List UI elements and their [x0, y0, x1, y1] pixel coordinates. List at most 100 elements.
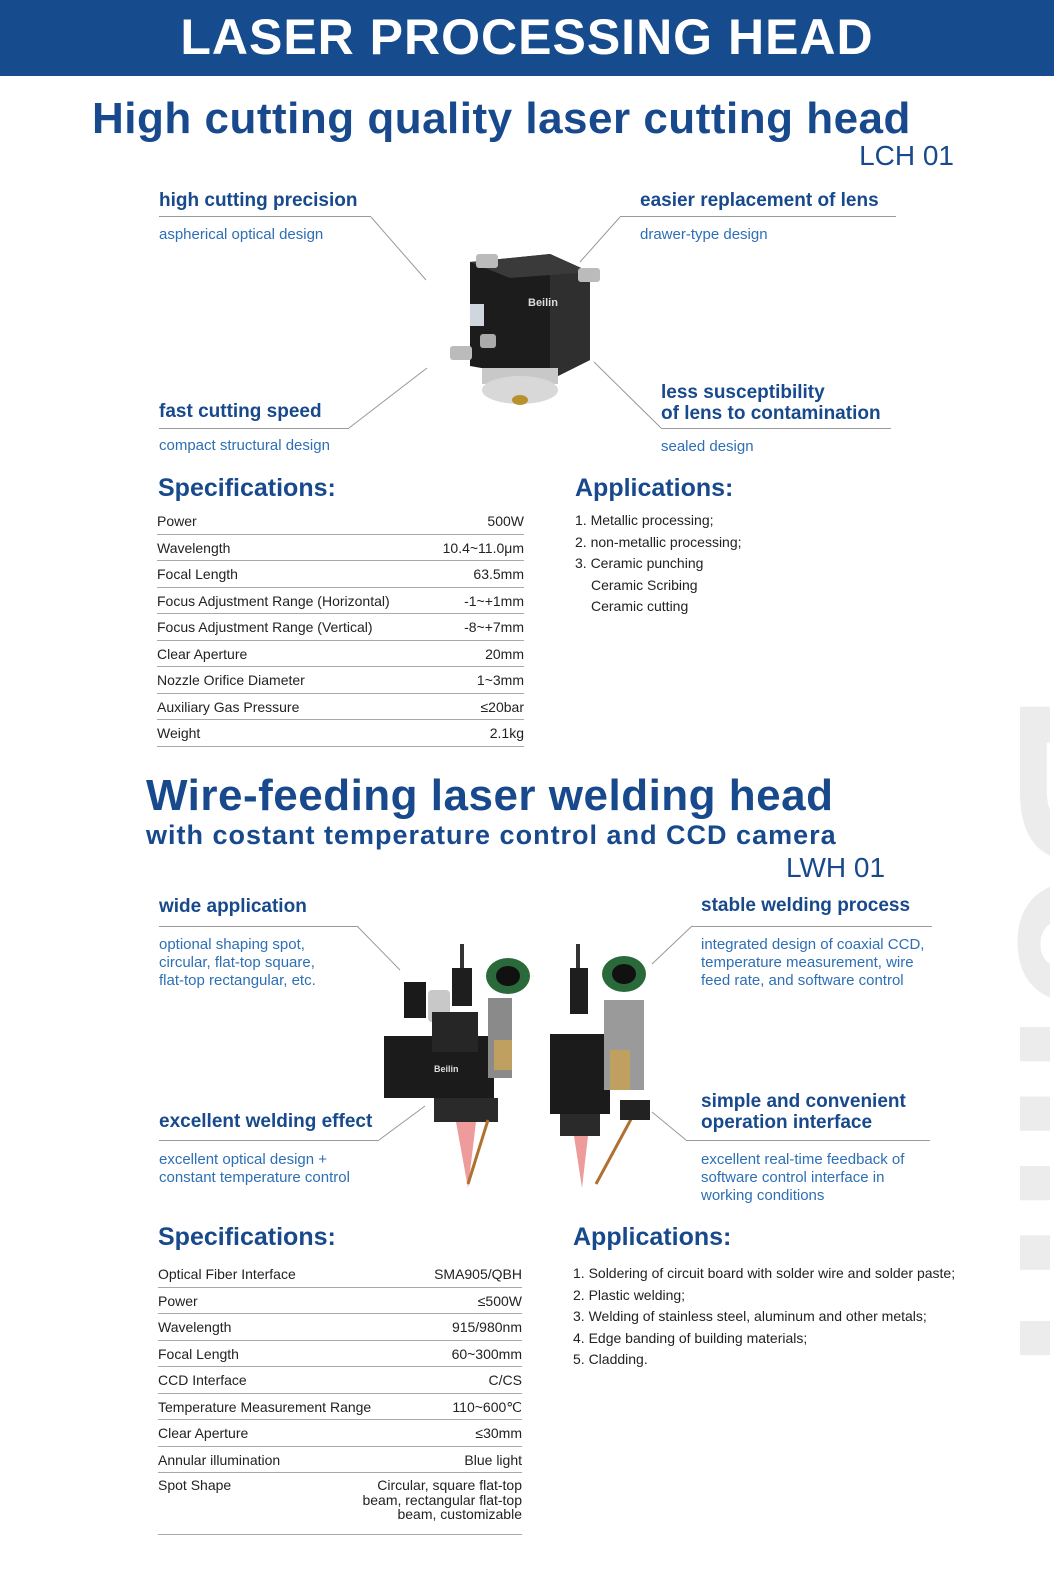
spec-value: ≤20bar	[480, 698, 525, 715]
spec-value: ≤30mm	[475, 1425, 522, 1441]
banner-title: LASER PROCESSING HEAD	[180, 9, 874, 65]
spec-value: C/CS	[488, 1372, 522, 1388]
spec-value: 10.4~11.0μm	[442, 539, 524, 556]
feature-title: less susceptibility of lens to contamina…	[661, 382, 881, 424]
cutting-head-image: Beilin	[450, 254, 600, 405]
spec-value: -8~+7mm	[464, 619, 524, 635]
table-row: Focus Adjustment Range (Vertical) -8~+7mm	[157, 614, 524, 641]
spec-label: Focal Length	[158, 1345, 239, 1362]
list-item: 2. Plastic welding;	[573, 1286, 686, 1303]
divider	[159, 926, 357, 927]
feature-title: wide application	[159, 896, 307, 917]
spec-label: Temperature Measurement Range	[158, 1398, 372, 1415]
spec-value: Blue light	[464, 1451, 522, 1468]
divider	[620, 216, 896, 217]
spec-label: Weight	[157, 725, 201, 741]
cutting-apps-list: 1. Metallic processing; 2. non-metallic …	[575, 510, 742, 618]
welding-specs-table: Optical Fiber Interface SMA905/QBH Power ≤…	[158, 1261, 522, 1535]
divider	[686, 1140, 930, 1141]
list-item: 2. non-metallic processing;	[575, 533, 742, 550]
feature-desc: sealed design	[661, 438, 754, 455]
welding-head-image-left: Beilin	[384, 944, 530, 1188]
cutting-head-leader-lines	[348, 216, 662, 429]
spec-value: ≤500W	[477, 1292, 522, 1309]
table-row: Annular illumination Blue light	[158, 1447, 522, 1473]
spec-value: 63.5mm	[473, 566, 524, 582]
welding-apps-list: 1. Soldering of circuit board with solde…	[573, 1263, 955, 1371]
feature-desc: compact structural design	[159, 437, 330, 454]
spec-label: Clear Aperture	[158, 1425, 249, 1441]
feature-title: easier replacement of lens	[640, 190, 879, 211]
divider	[661, 428, 891, 429]
cutting-head-model: LCH 01	[859, 140, 954, 171]
divider	[159, 428, 349, 429]
spec-label: Wavelength	[158, 1319, 232, 1335]
spec-value: 1~3mm	[476, 672, 524, 688]
welding-head-subtitle: with costant temperature control and CCD…	[146, 820, 837, 850]
product-logo: Beilin	[528, 297, 558, 309]
list-item: 1. Metallic processing;	[575, 512, 714, 528]
apps-heading: Applications:	[575, 474, 734, 502]
spec-label: Power	[157, 513, 197, 529]
watermark-text: Beilin	[967, 690, 1050, 1371]
table-row: Focal Length 60~300mm	[158, 1341, 522, 1367]
list-item: 5. Cladding.	[573, 1351, 648, 1367]
spec-label: Focal Length	[157, 566, 238, 582]
spec-label: Power	[158, 1292, 198, 1309]
spec-value: Circular, square flat-top beam, rectangu…	[362, 1477, 522, 1522]
welding-head-model: LWH 01	[786, 852, 886, 883]
divider	[159, 216, 371, 217]
feature-desc: optional shaping spot, circular, flat-to…	[159, 936, 316, 989]
brand-watermark: Beilin	[770, 680, 1050, 1440]
list-item: Ceramic Scribing	[591, 576, 698, 593]
spec-value: 20mm	[485, 645, 524, 662]
table-row: Focus Adjustment Range (Horizontal)-1~+1…	[157, 588, 524, 614]
feature-title: simple and convenient operation interfac…	[701, 1091, 906, 1133]
divider	[692, 926, 932, 927]
spec-label: Optical Fiber Interface	[158, 1266, 296, 1282]
spec-label: Focus Adjustment Range (Vertical)	[157, 619, 373, 635]
specs-heading: Specifications:	[158, 474, 336, 502]
table-row: Wavelength 10.4~11.0μm	[157, 535, 524, 561]
apps-heading: Applications:	[573, 1223, 732, 1251]
list-item: Ceramic cutting	[591, 598, 689, 614]
welding-head-title: Wire-feeding laser welding head	[146, 771, 834, 820]
table-row: Auxiliary Gas Pressure ≤20bar	[157, 694, 525, 720]
spec-label: CCD Interface	[158, 1372, 247, 1388]
table-row: Focal Length 63.5mm	[157, 561, 524, 588]
spec-label: Clear Aperture	[157, 645, 248, 662]
welding-head-leader-lines	[356, 925, 693, 1141]
divider	[159, 1140, 379, 1141]
feature-desc: drawer-type design	[640, 226, 768, 243]
table-row: Clear Aperture 20mm	[157, 641, 524, 667]
spec-label: Auxiliary Gas Pressure	[157, 698, 300, 715]
product-logo: Beilin	[434, 1064, 459, 1074]
list-item: 3. Ceramic punching	[575, 555, 704, 571]
table-row: Power ≤500W	[158, 1288, 522, 1314]
feature-desc: excellent optical design + constant temp…	[159, 1151, 350, 1186]
table-row: Spot Shape Circular, square flat-top beam…	[158, 1473, 522, 1535]
spec-value: SMA905/QBH	[434, 1266, 522, 1282]
table-row: Weight 2.1kg	[157, 720, 524, 747]
feature-desc: excellent real-time feedback of software…	[701, 1151, 905, 1204]
welding-head-image-right	[550, 944, 650, 1188]
spec-label: Annular illumination	[158, 1451, 281, 1468]
spec-label: Wavelength	[157, 539, 231, 556]
feature-desc: integrated design of coaxial CCD, temper…	[701, 936, 925, 989]
spec-label: Spot Shape	[158, 1477, 232, 1493]
spec-value: 60~300mm	[451, 1345, 522, 1362]
spec-label: Nozzle Orifice Diameter	[157, 672, 305, 688]
list-item: 4. Edge banding of building materials;	[573, 1329, 808, 1346]
spec-value: 2.1kg	[489, 725, 524, 741]
top-banner: LASER PROCESSING HEAD	[0, 0, 1054, 76]
feature-title: stable welding process	[701, 895, 911, 916]
feature-title: high cutting precision	[159, 190, 358, 211]
table-row: Optical Fiber Interface SMA905/QBH	[158, 1261, 522, 1288]
spec-value: -1~+1mm	[464, 592, 524, 609]
list-item: 1. Soldering of circuit board with solde…	[573, 1265, 956, 1281]
feature-title: excellent welding effect	[159, 1111, 373, 1132]
